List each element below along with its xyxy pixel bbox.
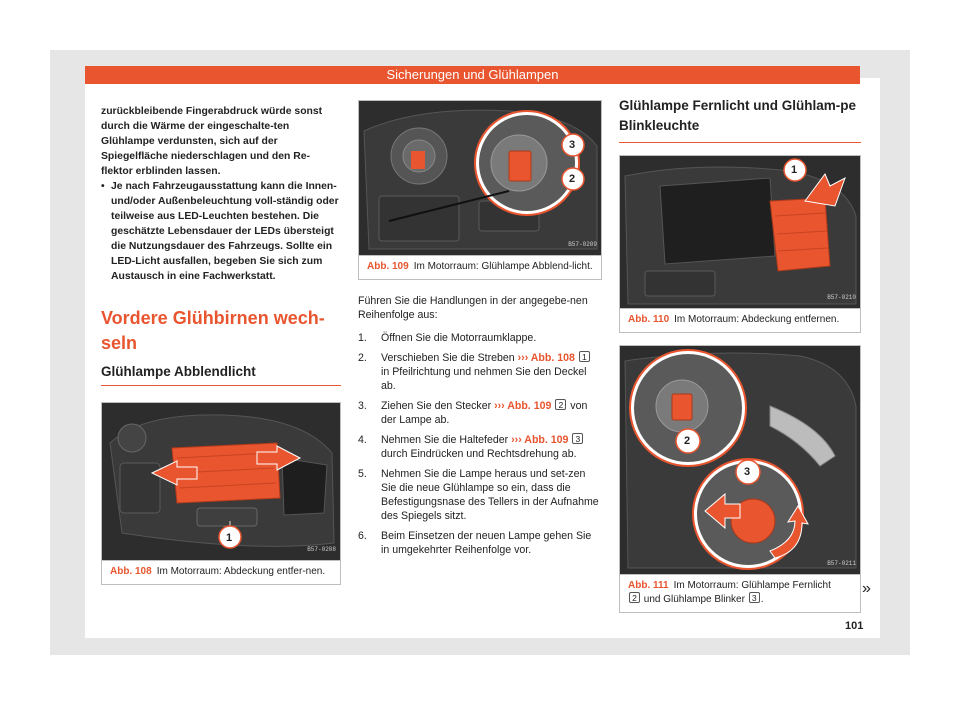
step-item: 2. Verschieben Sie die Streben ››› Abb. … [358, 351, 602, 393]
figure-108-image: 1 B57-0208 [102, 403, 340, 560]
figure-110-caption-text: Im Motorraum: Abdeckung entfernen. [674, 314, 840, 325]
step-text-part: Ziehen Sie den Stecker [381, 400, 495, 412]
figure-110-caption: Abb. 110 Im Motorraum: Abdeckung entferne… [620, 308, 860, 332]
step-item: 6. Beim Einsetzen der neuen Lampe gehen … [358, 529, 602, 557]
note-block: zurückbleibende Fingerabdruck würde sons… [101, 104, 341, 284]
callout-box: 2 [555, 399, 567, 410]
figure-109-callout-2: 2 [569, 173, 576, 185]
step-text-part: in Pfeilrichtung und nehmen Sie den Deck… [381, 366, 587, 392]
column-left: zurückbleibende Fingerabdruck würde sons… [101, 104, 341, 585]
figure-link[interactable]: ››› Abb. 108 [517, 352, 575, 364]
page-number: 101 [845, 620, 864, 632]
step-text: Nehmen Sie die Haltefeder ››› Abb. 109 3… [381, 433, 602, 461]
step-text: Öffnen Sie die Motorraumklappe. [381, 331, 536, 345]
step-text: Ziehen Sie den Stecker ››› Abb. 109 2 vo… [381, 399, 602, 427]
figure-110-code: B57-0210 [827, 294, 856, 301]
figure-111-callout-3: 3 [744, 466, 751, 478]
step-text-part: Verschieben Sie die Streben [381, 352, 518, 364]
figure-link[interactable]: ››› Abb. 109 [494, 400, 552, 412]
figure-109-label: Abb. 109 [367, 261, 409, 272]
step-text-part: durch Eindrücken und Rechtsdrehung ab. [381, 448, 577, 460]
step-item: 1. Öffnen Sie die Motorraumklappe. [358, 331, 602, 345]
step-text: Nehmen Sie die Lampe heraus und set-zen … [381, 467, 602, 523]
note-paragraph: zurückbleibende Fingerabdruck würde sons… [101, 106, 323, 177]
step-number: 4. [358, 434, 367, 446]
step-number: 2. [358, 352, 367, 364]
callout-box: 1 [578, 351, 590, 362]
figure-111-code: B57-0211 [827, 560, 856, 567]
step-number: 6. [358, 530, 367, 542]
note-bullet: • Je nach Fahrzeugausstattung kann die I… [101, 179, 341, 284]
step-number: 1. [358, 332, 367, 344]
figure-108-callout-1: 1 [226, 532, 233, 544]
figure-109: 3 2 B57-0209 Abb. 109 Im Motorraum: Glühl… [358, 100, 602, 280]
page-header: Sicherungen und Glühlampen [85, 66, 860, 84]
figure-109-caption: Abb. 109 Im Motorraum: Glühlampe Abblend-… [359, 255, 601, 279]
bullet-icon: • [101, 181, 105, 192]
figure-109-callout-3: 3 [569, 139, 576, 151]
callout-box: 2 [629, 592, 640, 603]
figure-111-caption-mid: und Glühlampe Blinker [641, 594, 748, 605]
figure-111: 2 3 B57-0211 Abb. 111 Im Motorraum: Glühl… [619, 345, 861, 613]
step-item: 4. Nehmen Sie die Haltefeder ››› Abb. 10… [358, 433, 602, 461]
steps-intro: Führen Sie die Handlungen in der angegeb… [358, 295, 588, 321]
section-title-right: Glühlampe Fernlicht und Glühlam-pe Blink… [619, 96, 861, 143]
step-text-part: Nehmen Sie die Haltefeder [381, 434, 512, 446]
figure-108-caption: Abb. 108 Im Motorraum: Abdeckung entfer-n… [102, 560, 340, 584]
step-text-part: Beim Einsetzen der neuen Lampe gehen Sie… [381, 530, 592, 556]
steps-list: 1. Öffnen Sie die Motorraumklappe. 2. Ve… [358, 331, 602, 557]
callout-box: 3 [748, 592, 760, 603]
column-middle: 3 2 B57-0209 Abb. 109 Im Motorraum: Glühl… [358, 100, 602, 563]
step-item: 3. Ziehen Sie den Stecker ››› Abb. 109 2… [358, 399, 602, 427]
figure-110: 1 B57-0210 Abb. 110 Im Motorraum: Abdecku… [619, 155, 861, 333]
step-number: 5. [358, 468, 367, 480]
figure-108: 1 B57-0208 Abb. 108 Im Motorraum: Abdecku… [101, 402, 341, 585]
figure-109-code: B57-0209 [568, 241, 597, 248]
highbeam-indicator-bulb-illustration [620, 346, 860, 574]
figure-111-caption-text: Im Motorraum: Glühlampe Fernlicht [673, 580, 831, 591]
figure-110-callout-1: 1 [791, 164, 798, 176]
figure-111-caption: Abb. 111 Im Motorraum: Glühlampe Fernlich… [620, 574, 860, 612]
figure-111-callout-2: 2 [684, 435, 691, 447]
figure-110-image: 1 B57-0210 [620, 156, 860, 308]
figure-111-image: 2 3 B57-0211 [620, 346, 860, 574]
step-text-part: Öffnen Sie die Motorraumklappe. [381, 332, 537, 344]
step-text-part: von der Lampe ab. [381, 400, 588, 426]
figure-108-caption-text: Im Motorraum: Abdeckung entfer-nen. [156, 566, 326, 577]
figure-108-label: Abb. 108 [110, 566, 152, 577]
subsection-title: Glühlampe Abblendlicht [101, 365, 341, 386]
continue-mark: » [862, 580, 871, 597]
step-text: Verschieben Sie die Streben ››› Abb. 108… [381, 351, 602, 393]
step-number: 3. [358, 400, 367, 412]
section-title: Vordere Glühbirnen wech-seln [101, 308, 325, 353]
figure-109-image: 3 2 B57-0209 [359, 101, 601, 255]
figure-109-caption-text: Im Motorraum: Glühlampe Abblend-licht. [413, 261, 593, 272]
step-text: Beim Einsetzen der neuen Lampe gehen Sie… [381, 529, 602, 557]
figure-111-caption-end: . [760, 594, 764, 605]
note-bullet-text: Je nach Fahrzeugausstattung kann die Inn… [111, 181, 339, 282]
figure-link[interactable]: ››› Abb. 109 [511, 434, 569, 446]
step-text-part: Nehmen Sie die Lampe heraus und set-zen … [381, 468, 599, 522]
figure-108-code: B57-0208 [307, 546, 336, 553]
figure-110-label: Abb. 110 [628, 314, 670, 325]
step-item: 5. Nehmen Sie die Lampe heraus und set-z… [358, 467, 602, 523]
headlight-cover-illustration [102, 403, 340, 560]
figure-111-label: Abb. 111 [628, 580, 669, 591]
callout-box: 3 [572, 433, 584, 444]
lowbeam-bulb-illustration [359, 101, 601, 255]
highbeam-cover-illustration [620, 156, 860, 308]
column-right: Glühlampe Fernlicht und Glühlam-pe Blink… [619, 96, 861, 613]
